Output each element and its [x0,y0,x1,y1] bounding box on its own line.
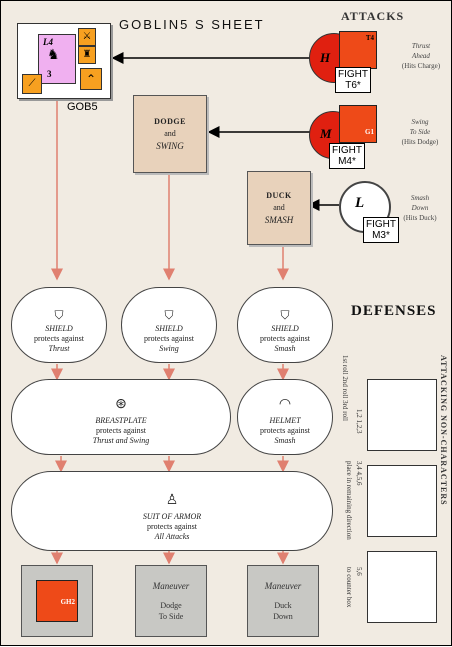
duck-smash-box[interactable]: DUCK and SMASH [247,171,311,245]
fight-t6-chit[interactable]: FIGHT T6* [335,67,371,93]
sheet-title: GOBLIN5 S SHEET [119,17,265,32]
noncharacter-box-3[interactable] [367,551,437,623]
thrust-counter[interactable]: T4 [339,31,377,69]
defenses-heading: DEFENSES [351,303,437,319]
horn-icon[interactable]: ♜ [78,46,96,64]
swing-counter[interactable]: G1 [339,105,377,143]
dagger-icon[interactable]: ⟋ [22,74,42,94]
roll-table-1: 1st roll 2nd roll 3rd roll [341,355,349,421]
goblin-label: GOB5 [67,101,98,113]
noncharacter-box-1[interactable] [367,379,437,451]
noncharacter-box-2[interactable] [367,465,437,537]
goblin-counter[interactable]: L4 ♞ 3 [38,34,76,84]
shield-icon: ⛉ [54,308,64,322]
weapon-icon[interactable]: ⚔ [78,28,96,46]
goblin-counter-red[interactable]: GH2 [36,580,78,622]
suit-of-armor-box[interactable]: ♙ SUIT OF ARMOR protects against All Att… [11,471,333,551]
roll-values-1: 1,2 1,2,3 [355,409,363,434]
fight-m3-chit[interactable]: FIGHT M3* [363,217,399,243]
bottom-note: to counter box [345,567,353,608]
place-note: place in remaining direction [345,461,353,540]
fight-m4-chit[interactable]: FIGHT M4* [329,143,365,169]
shield-thrust-box[interactable]: ⛉ SHIELD protects against Thrust [11,287,107,363]
noncharacters-heading: ATTACKING NON-CHARACTERS [439,355,448,506]
chevron-up-icon[interactable]: ⌃ [80,68,102,90]
dodge-swing-box[interactable]: DODGE and SWING [133,95,207,173]
maneuver-dodge-box[interactable]: Maneuver Dodge To Side [135,565,207,637]
helmet-icon: ◠ [278,397,292,412]
swing-label: Swing To Side (Hits Dodge) [401,118,439,146]
attacks-heading: ATTACKS [341,9,405,23]
smash-label: Smash Down (Hits Duck) [403,194,437,222]
shield-icon: ⛉ [280,308,290,322]
roll-values-3: 5,6 [355,567,363,576]
shield-icon: ⛉ [164,308,174,322]
maneuver-duck-box[interactable]: Maneuver Duck Down [247,565,319,637]
thrust-label: Thrust Ahead (Hits Charge) [401,42,441,70]
goblin-figure-icon: ♞ [47,48,60,63]
breastplate-icon: ⊛ [115,397,127,412]
suit-of-armor-icon: ♙ [165,493,179,508]
goblin-final-box[interactable]: GH2 [21,565,93,637]
helmet-box[interactable]: ◠ HELMET protects against Smash [237,379,333,455]
shield-swing-box[interactable]: ⛉ SHIELD protects against Swing [121,287,217,363]
goblin-character-box[interactable]: L4 ♞ 3 ⚔ ♜ ⟋ ⌃ [17,23,111,99]
breastplate-box[interactable]: ⊛ BREASTPLATE protects against Thrust an… [11,379,231,455]
shield-smash-box[interactable]: ⛉ SHIELD protects against Smash [237,287,333,363]
roll-values-2: 3,4 4,5,6 [355,461,363,486]
